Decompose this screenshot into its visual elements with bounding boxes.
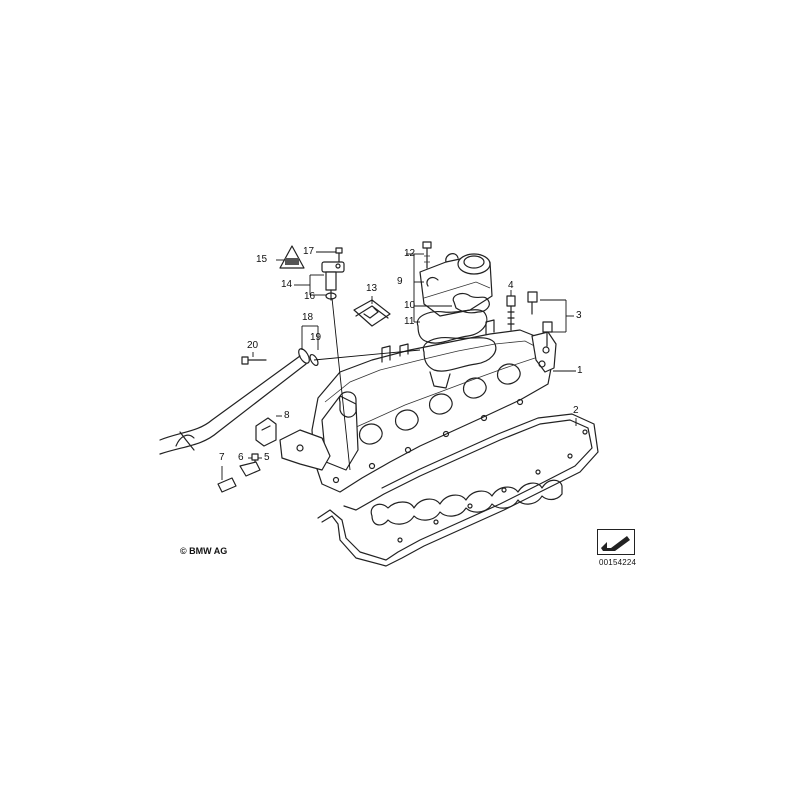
bolt-20 — [241, 356, 267, 365]
callout-13: 13 — [366, 283, 378, 294]
oil-separator — [419, 253, 493, 317]
separator-seals — [416, 292, 490, 344]
camshaft-sensor-14 — [321, 261, 345, 301]
screw-17 — [335, 247, 343, 263]
leader-lines — [221, 251, 577, 480]
callout-2: 2 — [573, 405, 579, 416]
bolts-3 — [527, 291, 553, 347]
callout-14: 14 — [281, 279, 293, 290]
callout-7: 7 — [219, 452, 225, 463]
callout-6: 6 — [238, 452, 244, 463]
filler-cap-13 — [353, 299, 391, 327]
clip-7 — [217, 477, 237, 493]
callout-19: 19 — [310, 332, 322, 343]
callout-16: 16 — [304, 291, 316, 302]
callout-9: 9 — [397, 276, 403, 287]
callout-12: 12 — [404, 248, 416, 259]
callout-3: 3 — [576, 310, 582, 321]
clip-8 — [255, 417, 277, 447]
callout-10: 10 — [404, 300, 416, 311]
bolt-12 — [422, 241, 432, 269]
cover-gasket-plate — [422, 337, 497, 389]
callout-4: 4 — [508, 280, 514, 291]
sensor-4 — [506, 295, 516, 331]
callout-8: 8 — [284, 410, 290, 421]
orientation-arrow-icon — [597, 529, 635, 555]
callout-18: 18 — [302, 312, 314, 323]
callout-17: 17 — [303, 246, 315, 257]
breather-hose — [159, 348, 421, 455]
cylinder-head-cover — [279, 319, 557, 493]
diagram-part-number: 00154224 — [599, 558, 637, 567]
callout-15: 15 — [256, 254, 268, 265]
bracket-6 — [239, 461, 261, 477]
callout-1: 1 — [577, 365, 583, 376]
callout-11: 11 — [404, 316, 415, 327]
callout-20: 20 — [247, 340, 259, 351]
spark-plug-well-gasket — [370, 479, 563, 526]
warning-triangle-icon — [279, 245, 305, 269]
copyright-notice: © BMW AG — [180, 546, 228, 556]
callout-5: 5 — [264, 452, 270, 463]
